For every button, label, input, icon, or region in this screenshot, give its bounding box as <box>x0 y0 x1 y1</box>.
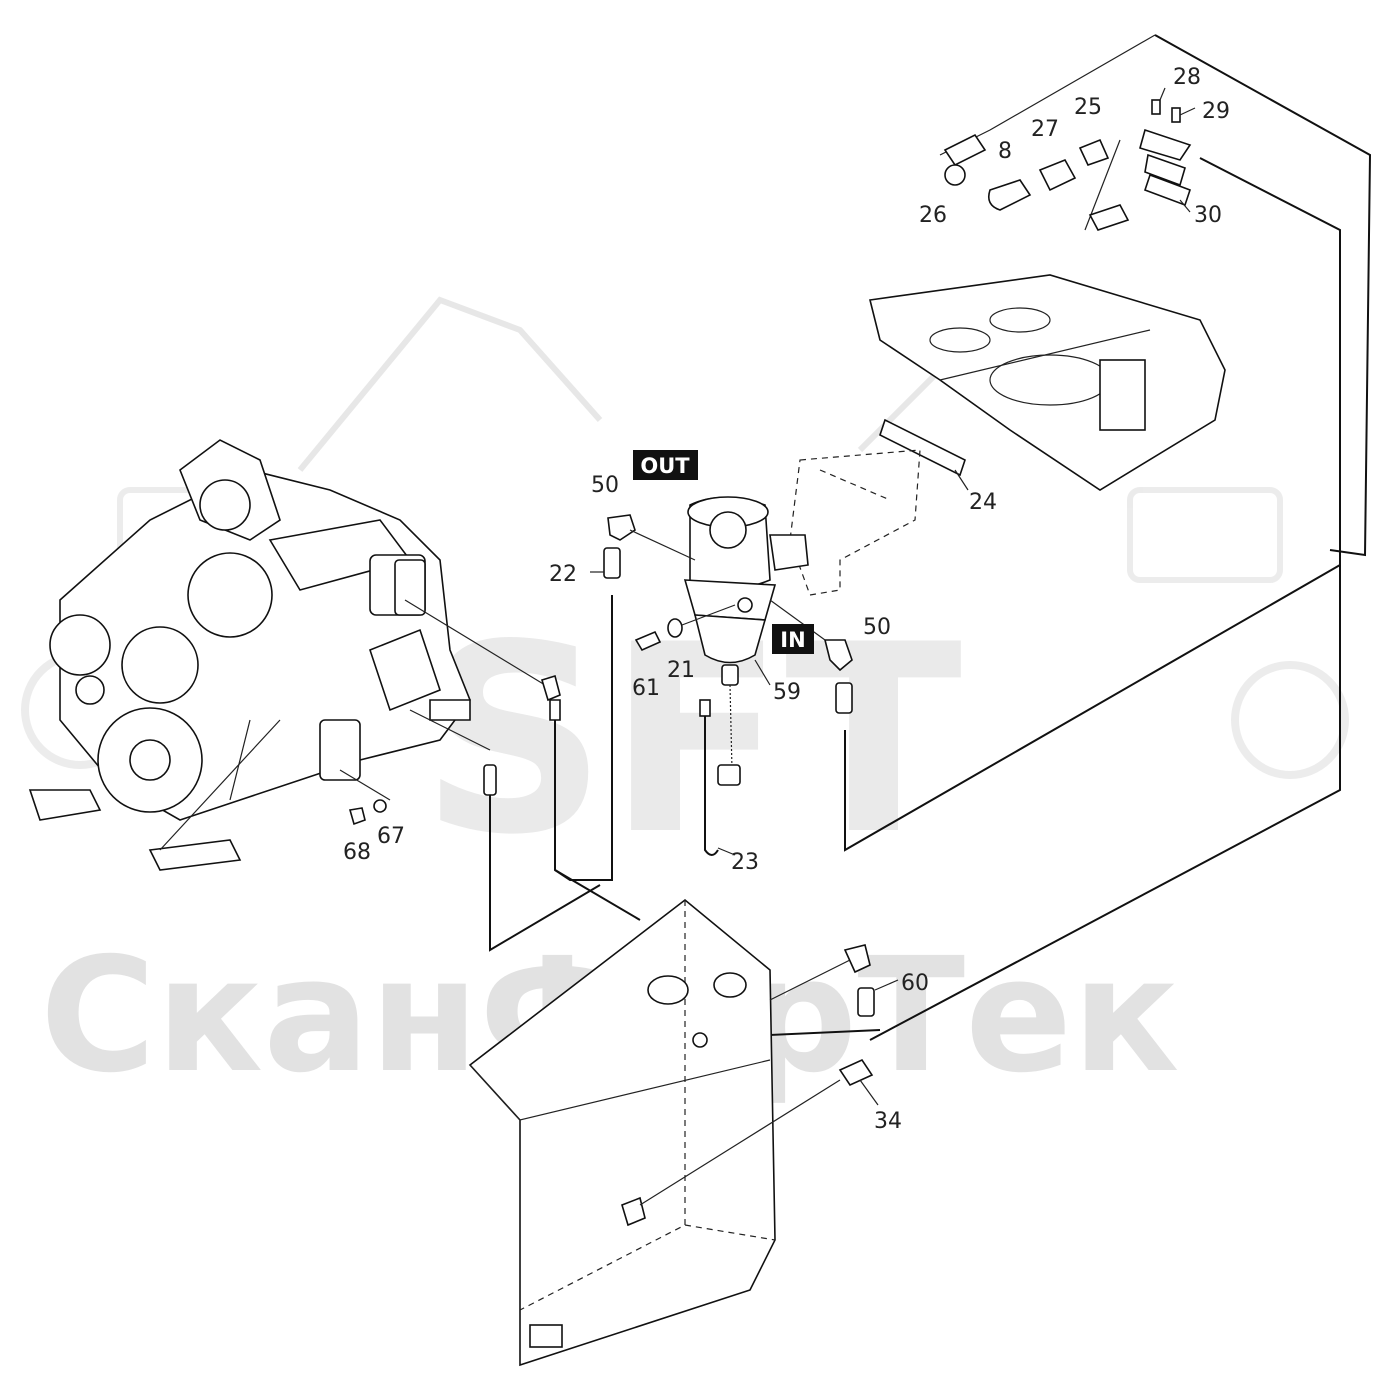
leader-lines <box>590 87 1196 1106</box>
label-22: 22 <box>549 562 577 587</box>
top-hose-assembly <box>943 99 1192 231</box>
fuel-tank <box>468 898 851 1367</box>
watermark-brand: SFT <box>420 590 964 892</box>
label-61: 61 <box>632 676 660 701</box>
label-23: 23 <box>731 850 759 875</box>
engine-line-connections <box>339 599 561 801</box>
label-50-right: 50 <box>863 615 891 640</box>
label-34: 34 <box>874 1109 902 1134</box>
engine-assembly <box>28 439 471 871</box>
elbow-fitting-50-right <box>769 599 853 672</box>
fuel-lines <box>489 34 1372 1041</box>
label-29: 29 <box>1202 99 1230 124</box>
drain-hose-23 <box>699 684 741 856</box>
label-27: 27 <box>1031 117 1059 142</box>
out-tag-text: OUT <box>640 454 690 478</box>
frame-chassis <box>869 274 1226 491</box>
bracket-plate-24 <box>789 418 966 596</box>
bolt-61-washer-21 <box>634 604 736 652</box>
out-tag: OUT <box>633 450 698 480</box>
fitting-60 <box>843 944 875 1017</box>
label-30: 30 <box>1194 203 1222 228</box>
hose-end-engine-line <box>549 699 561 721</box>
label-21: 21 <box>667 658 695 683</box>
label-59: 59 <box>773 680 801 705</box>
label-24: 24 <box>969 490 997 515</box>
label-28: 28 <box>1173 65 1201 90</box>
fuel-filter-59 <box>683 496 809 686</box>
fitting-34 <box>838 1058 874 1087</box>
label-68: 68 <box>343 840 371 865</box>
in-tag: IN <box>772 624 814 654</box>
part-labels: 8 21 22 23 24 25 26 27 28 29 30 34 50 50… <box>343 65 1230 1134</box>
label-26: 26 <box>919 203 947 228</box>
label-67: 67 <box>377 824 405 849</box>
label-8: 8 <box>998 139 1012 164</box>
label-50-top: 50 <box>591 473 619 498</box>
hose-end-22 <box>603 547 621 579</box>
in-tag-text: IN <box>780 628 805 652</box>
hose-end-right <box>835 682 853 714</box>
label-60: 60 <box>901 971 929 996</box>
elbow-fitting-50-top <box>607 514 696 561</box>
bolt-68-washer-67 <box>348 799 387 826</box>
label-25: 25 <box>1074 95 1102 120</box>
